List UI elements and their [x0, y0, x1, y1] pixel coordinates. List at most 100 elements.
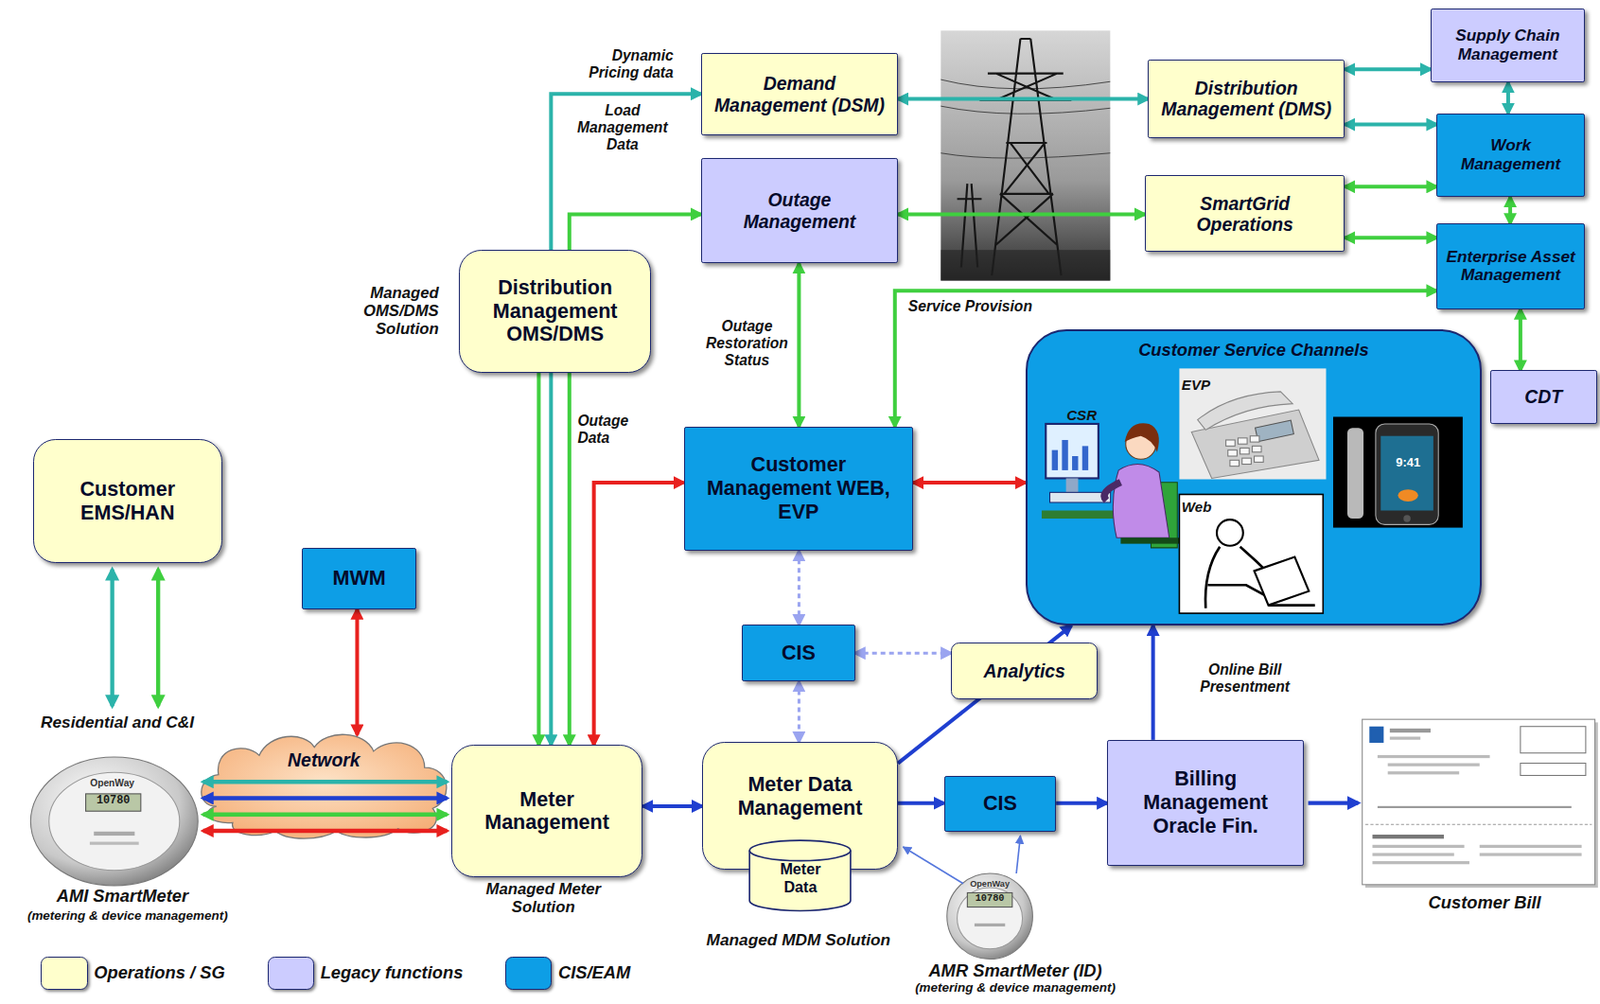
node-text: SmartGrid Operations [1153, 193, 1337, 236]
ami-meter [30, 756, 198, 886]
bill-picture [1369, 726, 1384, 743]
node-text: Meter Data [768, 860, 833, 896]
home-network-arrows [112, 569, 159, 706]
evp-phone-photo [1230, 460, 1240, 467]
iphone-photo [1380, 436, 1434, 511]
device-label: AMI SmartMeter [20, 885, 226, 906]
csr-figure [1104, 482, 1121, 501]
csr-figure [1041, 423, 1182, 549]
cloud-outline [203, 828, 448, 833]
channel-label: Web [1181, 498, 1223, 515]
process-box: Distribution Management OMS/DMS [458, 249, 651, 372]
device-note: (metering & device management) [0, 908, 256, 924]
process-box: Outage Management [701, 158, 898, 264]
pylon-photo [940, 30, 1110, 281]
process-box: Meter Data Management Meter Data [702, 741, 898, 870]
channel-label: EVP [1181, 376, 1223, 393]
process-box: Distribution Management (DMS) [1147, 59, 1345, 139]
node-text: MWM [332, 566, 386, 591]
process-box: Customer Management WEB, EVP [684, 426, 915, 552]
meter-reading: 10780 [86, 794, 141, 809]
connector [897, 801, 945, 806]
connector [855, 651, 951, 655]
note-label: Residential and C&I [10, 713, 225, 733]
meter-brand: OpenWay [70, 777, 153, 790]
legend-swatch [505, 956, 553, 991]
bill-picture [1377, 755, 1491, 758]
evp-phone-photo [1249, 436, 1260, 442]
cloud-outline [201, 734, 447, 839]
channel-panel: Customer Service Channels [1025, 329, 1482, 626]
cloud-outline [193, 726, 455, 842]
note-label: Load Management Data [571, 102, 674, 154]
web-figure [1216, 519, 1244, 546]
evp-phone-photo [1239, 448, 1249, 455]
evp-phone-photo [1251, 446, 1262, 453]
pylon-photo [940, 30, 1110, 281]
legend-text: CIS/EAM [558, 962, 631, 984]
bill-picture [1479, 852, 1583, 856]
connector [897, 97, 1148, 102]
connector [1344, 67, 1431, 71]
screen-clock: 9:41 [1381, 456, 1435, 471]
connector [550, 93, 702, 745]
amr-meter [967, 892, 1012, 907]
note-label: Managed Meter Solution [458, 879, 628, 916]
bill-picture [1365, 824, 1592, 826]
network-cloud: Network [193, 726, 455, 842]
bill-picture [1520, 726, 1586, 754]
process-box: Meter Management [451, 744, 644, 878]
evp-phone-photo [1178, 369, 1326, 480]
evp-phone-photo [1242, 457, 1252, 464]
pylon-photo [979, 38, 1072, 276]
evp-phone-photo [1225, 439, 1235, 446]
pylon-photo [940, 249, 1110, 281]
ami-meter [93, 831, 135, 836]
connector [594, 482, 685, 745]
ami-meter [89, 842, 140, 845]
bill-picture [1372, 844, 1465, 848]
connector [913, 480, 1026, 485]
home-network-arrows [156, 569, 160, 706]
bill-picture [1377, 806, 1572, 809]
legend-text: Legacy functions [320, 962, 464, 984]
web-figure [1253, 557, 1309, 606]
bill-picture [1308, 719, 1599, 888]
csr-figure [1045, 423, 1099, 478]
node-text: Distribution Management (DMS) [1156, 77, 1337, 121]
process-box: CIS [944, 775, 1057, 832]
ami-meter [30, 756, 198, 886]
bill-picture [1479, 844, 1583, 848]
ami-meter [49, 772, 180, 871]
evp-phone-photo [1178, 369, 1326, 480]
process-box: Work Management [1436, 113, 1584, 197]
connector [1344, 184, 1437, 189]
amr-meter [1016, 835, 1020, 874]
node-text: Outage Management [709, 189, 890, 232]
pylon-photo [940, 79, 1110, 159]
connector [1508, 196, 1513, 224]
note-label: Managed MDM Solution [684, 931, 915, 950]
csr-figure [1072, 456, 1078, 471]
node-text: Analytics [984, 660, 1066, 682]
connector [354, 609, 359, 736]
cloud-outline [203, 795, 448, 800]
edge-label: Dynamic Pricing data [571, 47, 674, 82]
process-box: MWM [301, 547, 417, 610]
process-box: Supply Chain Management [1430, 8, 1585, 84]
connector [797, 681, 801, 742]
channel-pictures [1027, 331, 1480, 624]
connector [536, 372, 541, 746]
csr-figure [1061, 439, 1068, 471]
csr-figure [1051, 450, 1057, 471]
bill-picture [1372, 852, 1455, 856]
amr-meter [902, 835, 1033, 959]
process-box: Billing Management Oracle Fin. [1107, 739, 1304, 866]
process-box: Analytics [950, 642, 1098, 699]
iphone-photo [1347, 428, 1364, 520]
device-label: AMR SmartMeter (ID) [887, 960, 1143, 981]
iphone-photo [1375, 423, 1439, 525]
bill-picture [1389, 736, 1421, 739]
ami-meter [86, 793, 141, 811]
node-text: Customer EMS/HAN [41, 477, 215, 526]
